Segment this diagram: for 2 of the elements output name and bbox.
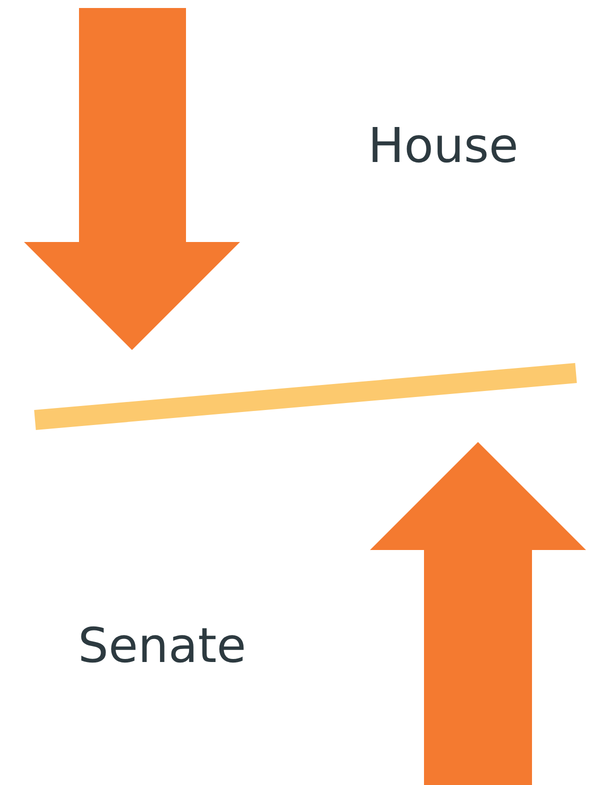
- chamber-label: House: [368, 122, 518, 170]
- chamber-label: Senate: [78, 622, 246, 670]
